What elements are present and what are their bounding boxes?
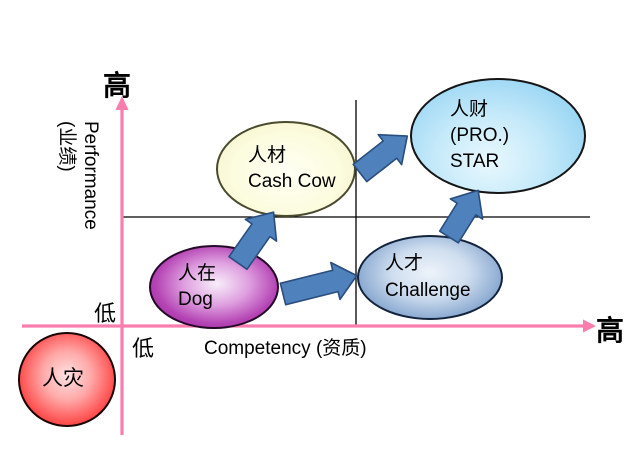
x-axis-high-label: 高 — [596, 315, 625, 346]
y-axis-low-label: 低 — [94, 301, 117, 326]
bubble-star-en2: STAR — [450, 151, 500, 173]
bubble-dog-en: Dog — [178, 289, 213, 310]
bubble-dog-cn: 人在 — [178, 262, 217, 284]
bubble-star-cn: 人财 — [450, 98, 489, 120]
bubble-star: 人财 (PRO.) STAR — [410, 78, 586, 194]
y-axis-title: Performance (业绩) — [54, 121, 102, 271]
y-axis-title-en: Performance — [80, 121, 101, 230]
bubble-disaster-cn: 人灾 — [42, 367, 84, 391]
bubble-cash-cow: 人材 Cash Cow — [216, 121, 356, 217]
x-axis-title: Competency (资质) — [204, 338, 367, 359]
bubble-cash-cow-en: Cash Cow — [248, 171, 336, 192]
y-axis-high-label: 高 — [103, 70, 132, 101]
arrow-cash-cow-to-star — [352, 133, 409, 183]
bubble-challenge: 人才 Challenge — [357, 235, 503, 320]
bubble-cash-cow-cn: 人材 — [248, 144, 287, 166]
bubble-dog: 人在 Dog — [149, 245, 279, 329]
bubble-challenge-cn: 人才 — [385, 253, 424, 275]
arrow-dog-to-challenge — [279, 261, 358, 306]
bubble-star-en1: (PRO.) — [450, 124, 510, 146]
x-axis-arrowhead-icon — [583, 319, 596, 333]
x-axis-low-label: 低 — [132, 336, 155, 361]
bubble-disaster: 人灾 — [18, 332, 116, 427]
bubble-challenge-en: Challenge — [385, 279, 471, 301]
y-axis-title-cn: (业绩) — [56, 121, 77, 172]
